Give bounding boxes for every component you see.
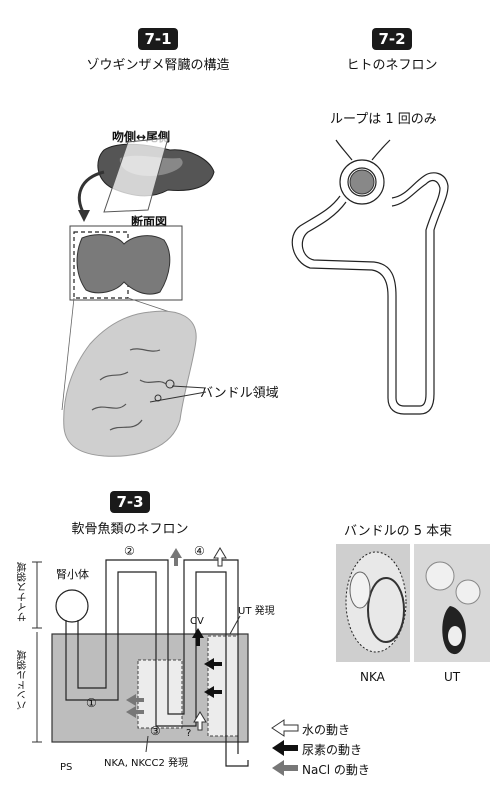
water-arrows	[193, 547, 227, 731]
segment-2: ②	[124, 544, 135, 558]
legend-water: 水の動き	[302, 723, 351, 737]
urea-arrows	[192, 628, 222, 698]
magnified-section	[63, 310, 197, 457]
segment-4: ④	[194, 544, 205, 558]
badge-7-2: 7-2	[372, 28, 412, 50]
legend-urea: 尿素の動き	[302, 743, 363, 757]
badge-7-3: 7-3	[110, 491, 150, 513]
segment-1: ①	[86, 696, 97, 710]
nka-expression-label: NKA, NKCC2 発現	[104, 758, 189, 769]
title-7-1: ゾウギンザメ腎臓の構造	[86, 58, 230, 73]
nka-micro-label: NKA	[360, 670, 385, 684]
title-7-2: ヒトのネフロン	[346, 58, 438, 73]
renal-corpuscle-label: 腎小体	[56, 568, 89, 581]
section-plane	[103, 137, 169, 213]
ut-micro-label: UT	[444, 670, 461, 684]
cross-section-shape	[76, 234, 171, 295]
ps-label: PS	[60, 762, 73, 773]
curved-arrow	[77, 170, 105, 215]
legend-nacl: NaCl の動き	[302, 763, 370, 777]
ut-zone	[207, 635, 239, 737]
question-mark: ?	[186, 728, 192, 739]
segment-3: ③	[150, 724, 161, 738]
bundle-micro-title: バンドルの 5 本束	[344, 524, 453, 539]
nacl-arrows	[126, 548, 182, 718]
cv-label: CV	[190, 616, 204, 627]
badge-7-1: 7-1	[138, 28, 178, 50]
nka-zone	[137, 659, 183, 729]
ut-expression-label: UT 発現	[238, 606, 275, 617]
title-7-3: 軟骨魚類のネフロン	[71, 522, 189, 537]
loop-label: ループは 1 回のみ	[330, 112, 437, 127]
bundle-zone-label-7-1: バンドル領域	[200, 386, 279, 401]
